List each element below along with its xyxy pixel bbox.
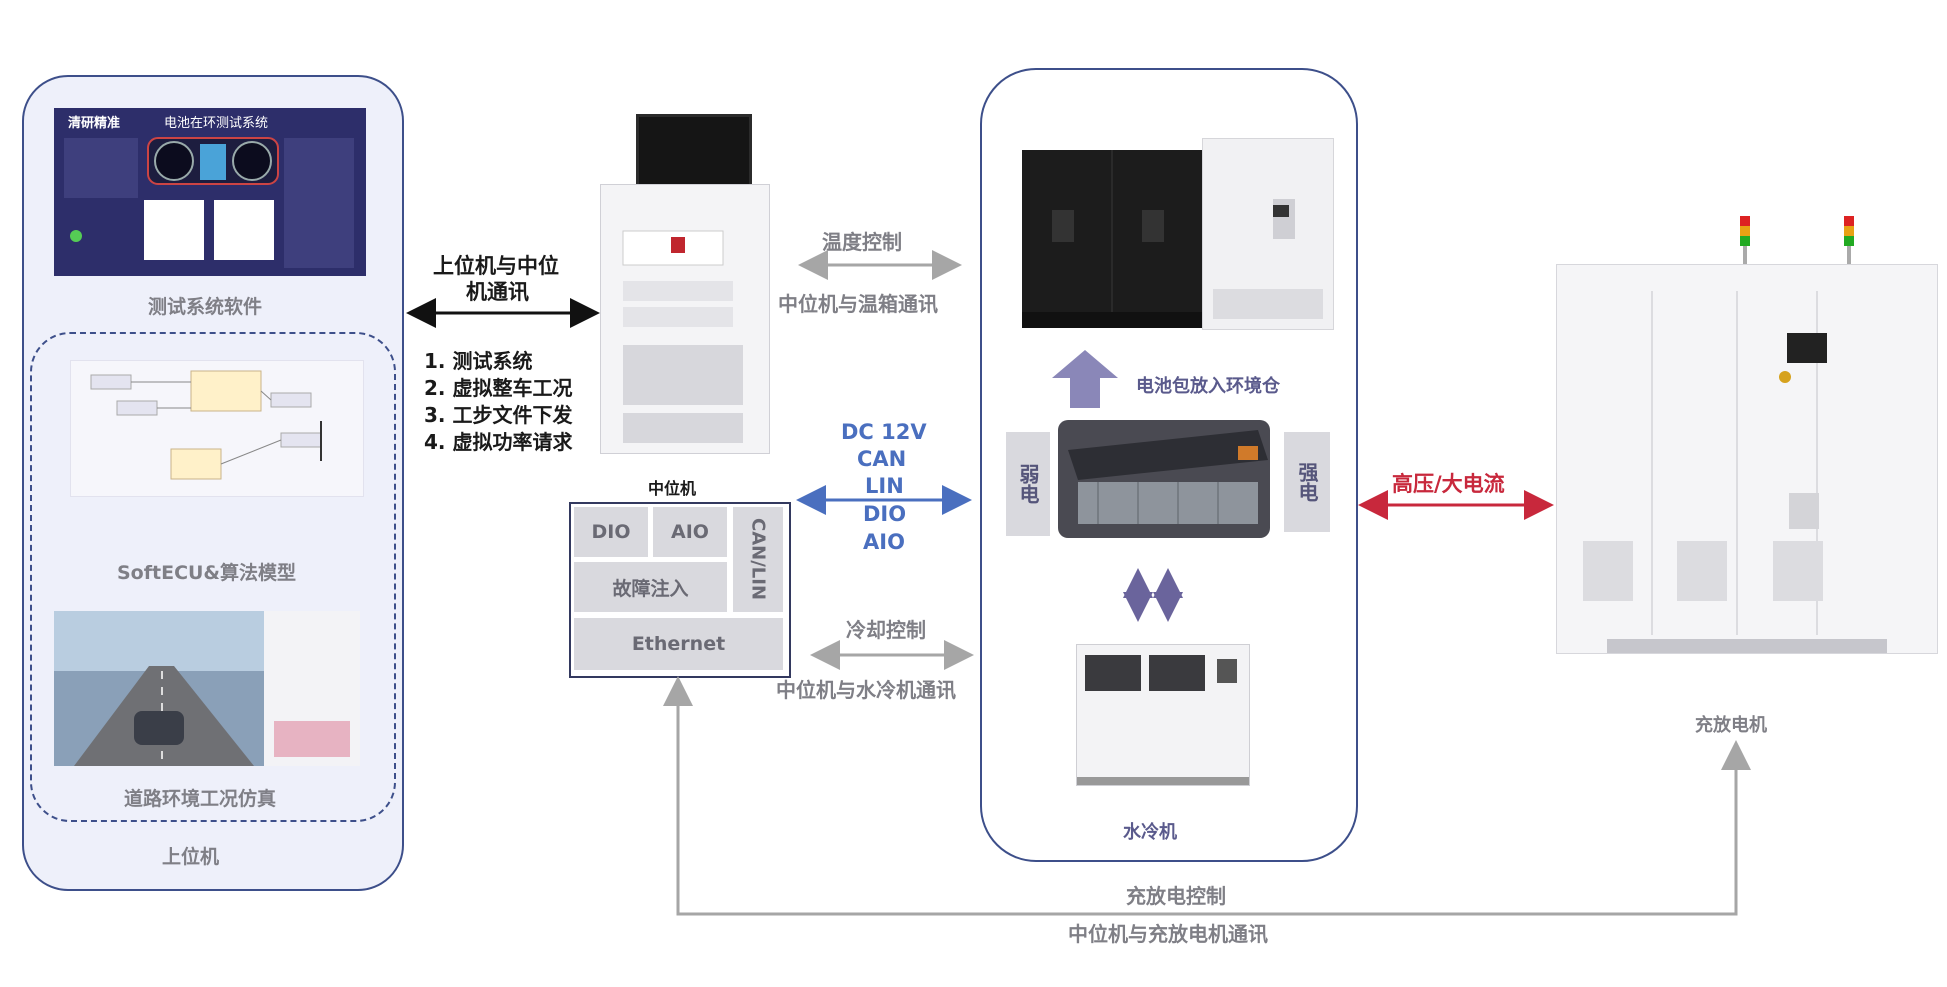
signal-label: CAN — [857, 447, 907, 471]
road-caption: 道路环境工况仿真 — [124, 788, 277, 810]
host-link-item: 2. 虚拟整车工况 — [424, 376, 573, 400]
host-inner-dashed-group — [30, 332, 396, 822]
aio-cell: AIO — [653, 507, 727, 557]
screen-title: 电池在环测试系统 — [164, 116, 269, 131]
host-link-item: 3. 工步文件下发 — [424, 403, 573, 427]
dio-cell: DIO — [574, 507, 648, 557]
ethernet-cell: Ethernet — [574, 618, 783, 670]
up-arrow-icon — [1052, 350, 1118, 408]
test-software-caption: 测试系统软件 — [148, 296, 263, 318]
road-scene-graphics — [54, 611, 360, 766]
screen-logo: 清研精准 — [68, 116, 121, 131]
chamber-side-graphics — [1213, 199, 1323, 319]
cabinet-graphics — [622, 230, 743, 443]
temp-control-sub: 中位机与温箱通讯 — [778, 292, 938, 316]
chamber-graphics — [1022, 150, 1202, 328]
signal-tower-lamps-icon — [1740, 216, 1854, 264]
softecu-model-image — [70, 360, 364, 497]
dashboard-graphics — [64, 137, 354, 268]
softecu-caption: SoftECU&算法模型 — [117, 562, 297, 584]
chamber-control-unit — [1202, 138, 1334, 330]
block-diagram-graphics — [90, 370, 322, 480]
battery-caption: 电池包放入环境仓 — [1136, 376, 1280, 397]
canlin-text: CAN/LIN — [747, 518, 769, 601]
host-link-title-line1: 上位机与中位 — [433, 254, 559, 278]
charge-control-arrow — [663, 676, 1751, 916]
charger-cabinet-image — [1556, 264, 1938, 654]
weak-current-text: 弱电 — [1016, 464, 1040, 504]
test-software-screenshot: 清研精准 电池在环测试系统 — [54, 108, 366, 276]
strong-current-box: 强电 — [1284, 432, 1330, 532]
chiller-label: 水冷机 — [1123, 822, 1177, 843]
host-link-item: 4. 虚拟功率请求 — [424, 430, 573, 454]
controller-cabinet-image — [600, 184, 770, 454]
cooling-control-title: 冷却控制 — [846, 618, 926, 642]
host-link-item: 1. 测试系统 — [424, 349, 533, 373]
road-simulation-image — [54, 611, 360, 766]
signal-label: DC 12V — [841, 420, 927, 444]
fault-injection-cell: 故障注入 — [574, 562, 727, 612]
signal-label: AIO — [863, 530, 905, 554]
weak-current-box: 弱电 — [1006, 432, 1050, 536]
battery-pack-image — [1058, 420, 1270, 538]
canlin-cell: CAN/LIN — [733, 507, 783, 612]
charger-graphics — [1583, 291, 1887, 653]
host-label: 上位机 — [162, 846, 220, 868]
environment-chamber-image — [1022, 150, 1202, 328]
charge-control-title: 充放电控制 — [1126, 884, 1226, 908]
controller-label: 中位机 — [648, 479, 697, 498]
battery-graphics — [1068, 430, 1268, 524]
charge-control-sub: 中位机与充放电机通讯 — [1068, 922, 1268, 946]
controller-io-box: DIO AIO CAN/LIN 故障注入 Ethernet — [569, 502, 791, 678]
strong-current-text: 强电 — [1295, 462, 1319, 502]
